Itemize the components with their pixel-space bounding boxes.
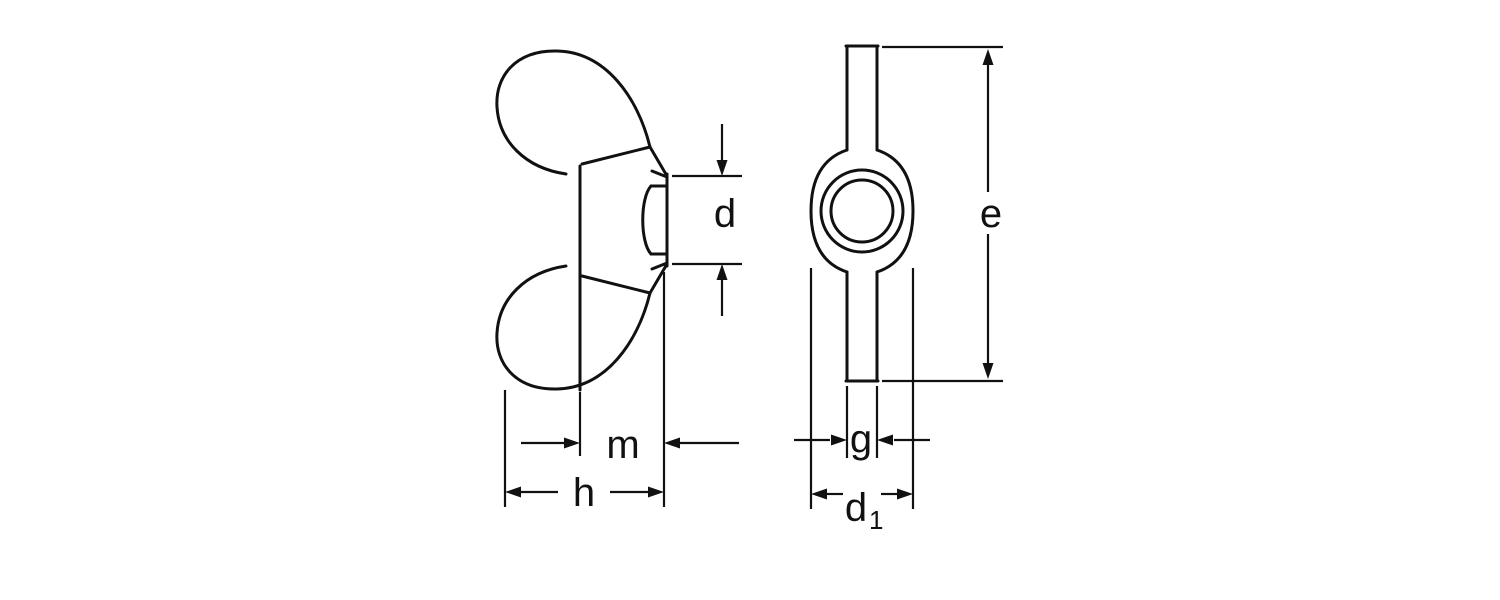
dim-g-label: g xyxy=(850,417,872,461)
dim-g-arrowhead-left xyxy=(877,434,893,446)
wing-joint-line-bottom xyxy=(580,274,652,295)
thread-outer-circle xyxy=(819,168,905,254)
front-view xyxy=(809,44,915,383)
nut-profile-arc xyxy=(641,184,653,256)
dim-d-arrowhead-up xyxy=(716,264,728,280)
dim-d1-arrowhead-right xyxy=(897,488,913,500)
front-view-dimensions: e g d 1 xyxy=(794,45,1003,535)
dim-e-arrowhead-down xyxy=(982,363,994,379)
body-bulge-left xyxy=(809,148,849,274)
thread-inner-circle xyxy=(829,178,895,244)
dim-h-arrowhead-left xyxy=(505,486,521,498)
chamfer-tick-top xyxy=(650,169,669,179)
wing-top-outline xyxy=(495,49,652,176)
cone-edge-bottom xyxy=(648,262,669,295)
side-view xyxy=(495,49,669,392)
dim-m-label: m xyxy=(606,423,639,467)
dim-e-arrowhead-up xyxy=(982,49,994,65)
dim-e-label: e xyxy=(980,192,1002,236)
cone-edge-top xyxy=(648,145,669,178)
dim-m-arrowhead-left xyxy=(664,437,680,449)
dim-h-label: h xyxy=(573,471,595,515)
dim-h-arrowhead-right xyxy=(648,486,664,498)
dim-d1-arrowhead-left xyxy=(811,488,827,500)
dim-d1-label-subscript: 1 xyxy=(869,505,883,535)
wing-joint-line-top xyxy=(580,145,652,166)
body-bulge-right xyxy=(875,148,915,274)
side-view-dimensions: d m h xyxy=(503,124,742,515)
dim-g-arrowhead-right xyxy=(831,434,847,446)
dim-d1-label: d xyxy=(845,486,867,530)
chamfer-tick-bottom xyxy=(650,261,669,271)
wing-bottom-outline xyxy=(495,264,652,391)
dim-m-arrowhead-right xyxy=(564,437,580,449)
dim-d-label: d xyxy=(714,192,736,236)
dim-d-arrowhead-down xyxy=(716,160,728,176)
